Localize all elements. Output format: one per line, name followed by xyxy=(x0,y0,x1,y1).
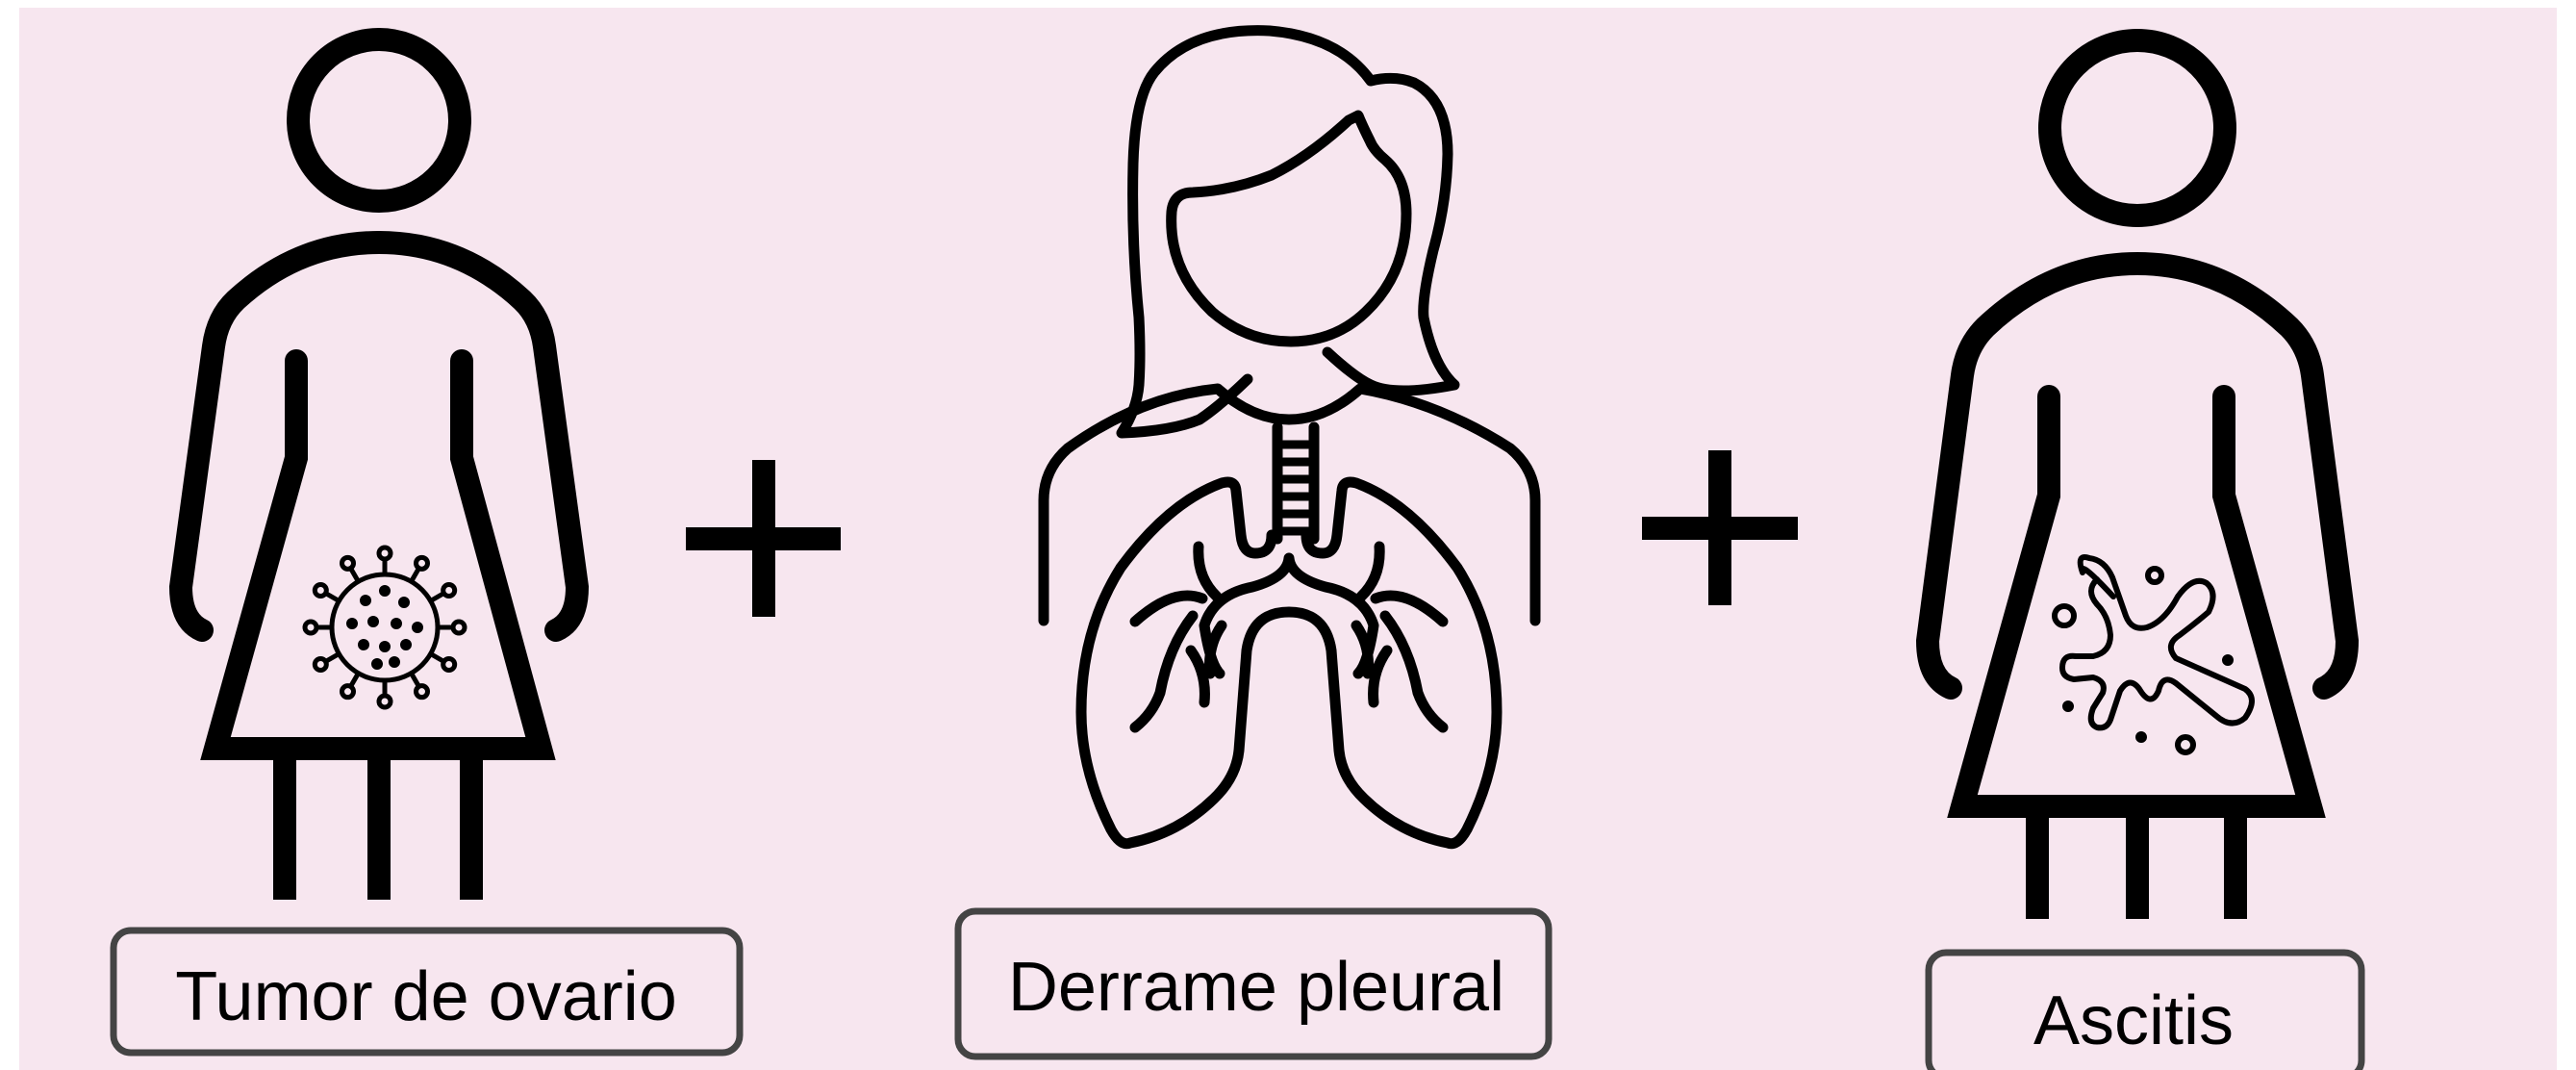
label-tumor-de-ovario: Tumor de ovario xyxy=(175,958,677,1035)
label-derrame-pleural: Derrame pleural xyxy=(1008,949,1504,1026)
label-box-ascitis: Ascitis xyxy=(1929,953,2361,1070)
label-box-tumor: Tumor de ovario xyxy=(114,930,740,1053)
label-box-derrame: Derrame pleural xyxy=(958,911,1549,1057)
label-ascitis: Ascitis xyxy=(2033,982,2234,1059)
